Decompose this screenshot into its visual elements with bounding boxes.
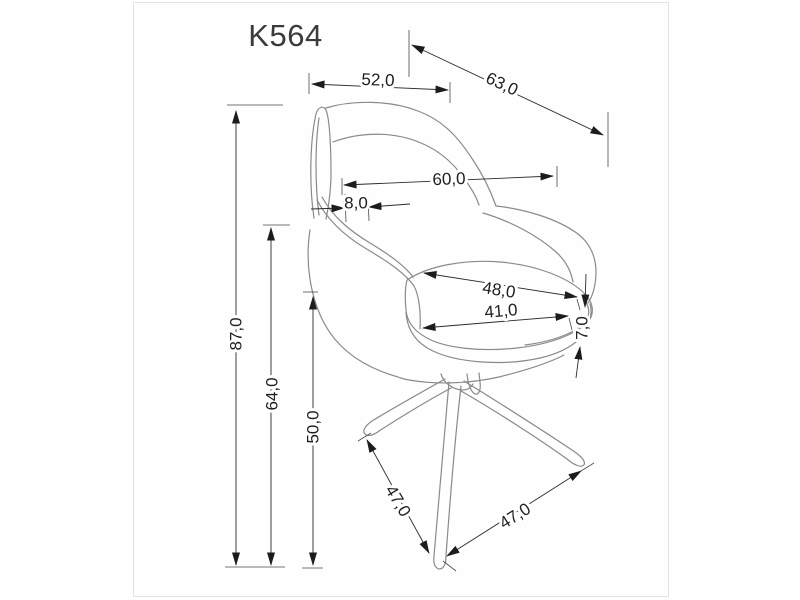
dim-line: [343, 172, 554, 189]
dim-label-41: 41,0: [484, 300, 519, 322]
dim-tick: [442, 560, 457, 572]
dim-seat-edge-height: 7,0: [570, 273, 595, 379]
dim-armrest-thickness: 8,0: [310, 191, 411, 223]
dim-label-48: 48,0: [481, 278, 517, 302]
dim-label-8: 8,0: [344, 194, 368, 213]
chair-base-hub: [440, 373, 474, 391]
dim-tick: [344, 193, 347, 223]
chair-seat-top-outline: [404, 260, 593, 351]
dim-tick: [580, 462, 595, 472]
dim-line: [423, 270, 578, 300]
chair-left-leg: [363, 378, 452, 437]
dim-label-47-left: 47,0: [381, 482, 414, 520]
dim-leg-right-length: 47,0: [442, 462, 595, 572]
chair-front-leg: [433, 381, 462, 570]
dim-armrest-height: 64,0: [260, 224, 290, 566]
dim-tick: [568, 317, 573, 331]
dim-total-depth: 63,0: [408, 30, 609, 167]
dim-tick: [576, 298, 581, 311]
chair-right-leg: [460, 380, 586, 467]
dim-label-50: 50,0: [304, 410, 323, 443]
dim-tick: [357, 432, 372, 442]
dimension-annotations: 52,0 63,0 60,0 8,0: [224, 30, 609, 572]
dim-label-52: 52,0: [361, 70, 395, 90]
chair-backrest-top-outline: [325, 101, 497, 207]
dim-backrest-width: 60,0: [341, 166, 558, 195]
dim-line: [411, 44, 604, 136]
dim-label-64: 64,0: [263, 377, 282, 410]
chair-seat-cushion-bottom: [405, 303, 592, 364]
dim-seat-height: 50,0: [301, 291, 326, 569]
dim-line: [366, 439, 430, 554]
dim-line: [310, 204, 345, 213]
chair-left-shell-outer: [307, 229, 405, 380]
dim-label-87: 87,0: [227, 317, 246, 350]
dim-line: [581, 273, 590, 308]
dim-line: [574, 346, 583, 379]
chair-back-leg-stub: [466, 372, 481, 395]
chair-left-armrest-sweep: [316, 199, 421, 330]
chair-backrest-inner-contour: [332, 133, 480, 206]
chair-right-armrest-outer: [495, 205, 597, 304]
dim-label-63: 63,0: [483, 68, 521, 99]
chair-shell-underside: [403, 354, 565, 384]
dim-seat-width-inner: 41,0: [422, 297, 573, 331]
dim-back-top-width: 52,0: [308, 67, 451, 103]
dim-line: [368, 202, 411, 211]
dim-total-height: 87,0: [224, 104, 285, 568]
chair-left-edge-blade-inner: [315, 117, 320, 216]
dim-line: [446, 470, 582, 557]
dim-leg-left-length: 47,0: [357, 432, 430, 554]
dim-tick: [367, 195, 370, 222]
dim-label-60: 60,0: [432, 169, 466, 189]
product-title: K564: [248, 18, 323, 53]
dim-line: [422, 313, 569, 331]
dim-label-7: 7,0: [573, 316, 592, 340]
chair-left-edge-blade: [310, 106, 332, 220]
